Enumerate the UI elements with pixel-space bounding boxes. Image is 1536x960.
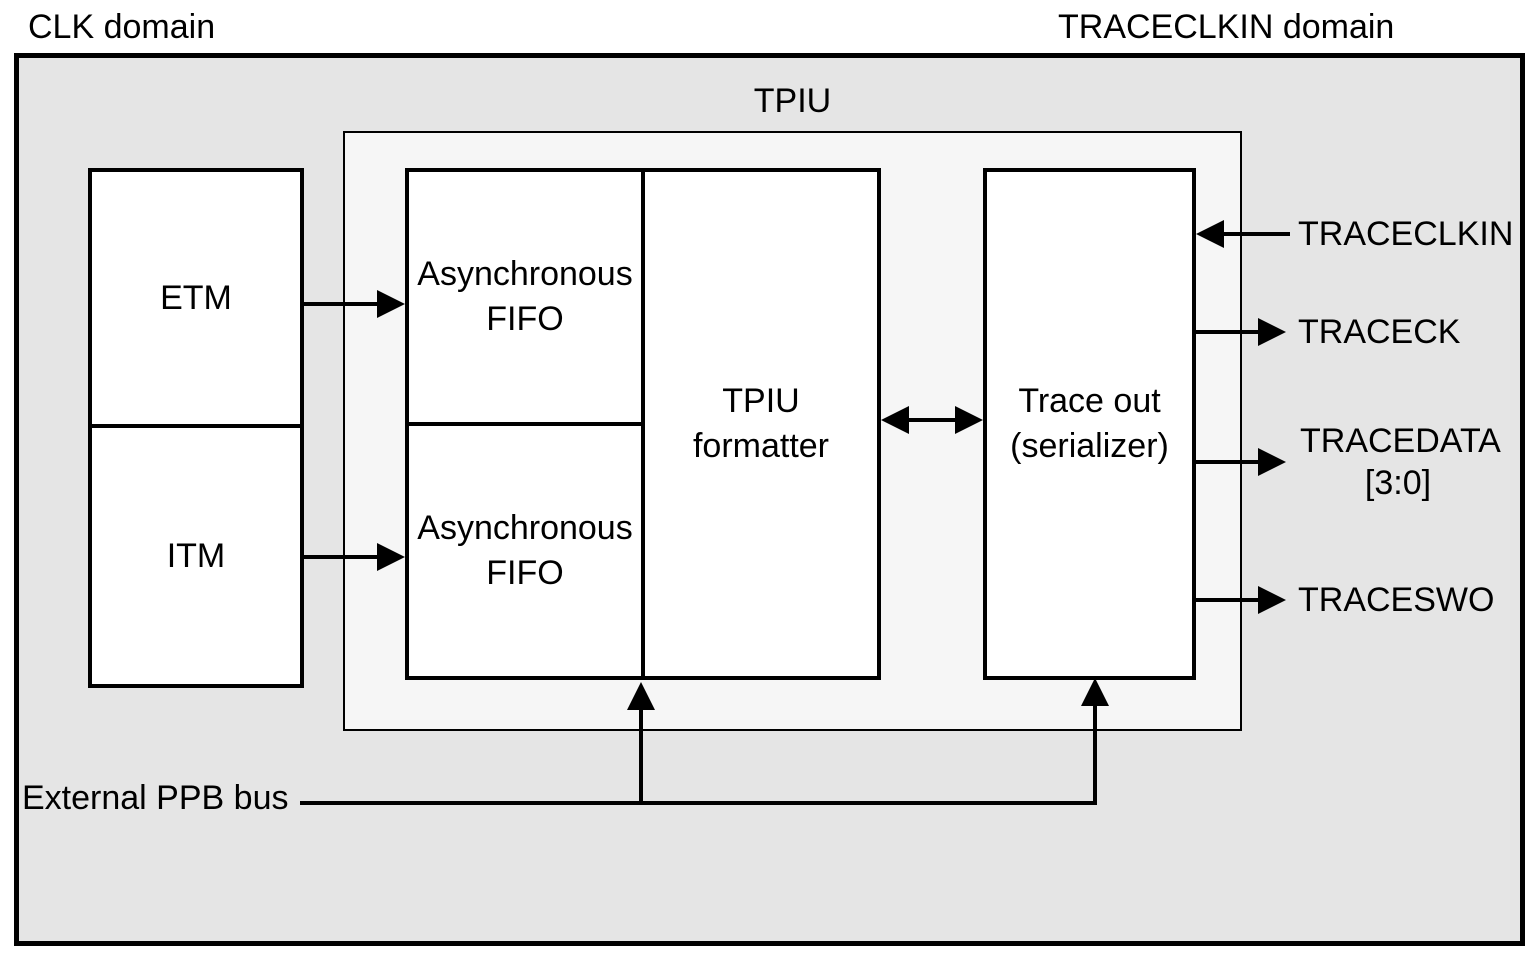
traceck-signal-label: TRACECK	[1298, 313, 1461, 351]
trace-out-line1: Trace out	[1018, 382, 1161, 420]
async-fifo-top-line2: FIFO	[486, 300, 564, 338]
tpiu-title: TPIU	[753, 82, 832, 120]
async-fifo-bottom-line2: FIFO	[486, 554, 564, 592]
etm-label: ETM	[160, 278, 232, 317]
async-fifo-bottom-line1: Asynchronous	[417, 509, 633, 547]
traceclkin-arrow-head-icon	[1196, 220, 1224, 248]
clk-domain-label: CLK domain	[28, 8, 216, 46]
double-arrow-shaft	[907, 418, 957, 422]
external-ppb-bus-label: External PPB bus	[22, 779, 289, 817]
async-fifo-top-line1: Asynchronous	[417, 255, 633, 293]
itm-label: ITM	[166, 536, 226, 575]
traceswo-signal-label: TRACESWO	[1298, 581, 1495, 619]
traceclkin-signal-label: TRACECLKIN	[1298, 215, 1514, 253]
async-fifo-bottom-block: Asynchronous FIFO	[405, 422, 645, 680]
tracedata-arrow-head-icon	[1258, 448, 1286, 476]
tpiu-formatter-block: TPIU formatter	[641, 168, 881, 680]
ppb-to-traceout-shaft	[1093, 706, 1097, 805]
itm-to-fifo-arrow-head-icon	[377, 543, 405, 571]
traceck-arrow-shaft	[1196, 330, 1260, 334]
etm-to-fifo-arrow-shaft	[300, 302, 380, 306]
etm-to-fifo-arrow-head-icon	[377, 290, 405, 318]
async-fifo-top-block: Asynchronous FIFO	[405, 168, 645, 426]
double-arrow-right-head-icon	[955, 406, 983, 434]
tracedata-signal-name: TRACEDATA	[1300, 422, 1501, 460]
tpiu-formatter-line2: formatter	[692, 427, 830, 465]
ppb-to-formatter-shaft	[639, 708, 643, 805]
tracedata-signal-label: TRACEDATA [3:0]	[1300, 420, 1501, 504]
double-arrow-left-head-icon	[881, 406, 909, 434]
traceswo-arrow-head-icon	[1258, 586, 1286, 614]
trace-out-block: Trace out (serializer)	[983, 168, 1196, 680]
tracedata-signal-bits: [3:0]	[1364, 464, 1432, 502]
trace-out-line2: (serializer)	[1010, 427, 1169, 465]
tpiu-formatter-line1: TPIU	[722, 382, 800, 420]
ppb-to-traceout-head-icon	[1081, 678, 1109, 706]
traceswo-arrow-shaft	[1196, 598, 1260, 602]
etm-block: ETM	[88, 168, 304, 428]
itm-to-fifo-arrow-shaft	[300, 555, 380, 559]
traceclkin-domain-label: TRACECLKIN domain	[1058, 8, 1395, 46]
ppb-bus-horizontal-line	[300, 801, 1097, 805]
ppb-to-formatter-head-icon	[627, 682, 655, 710]
traceck-arrow-head-icon	[1258, 318, 1286, 346]
tracedata-arrow-shaft	[1196, 460, 1260, 464]
itm-block: ITM	[88, 424, 304, 688]
traceclkin-arrow-shaft	[1222, 232, 1290, 236]
